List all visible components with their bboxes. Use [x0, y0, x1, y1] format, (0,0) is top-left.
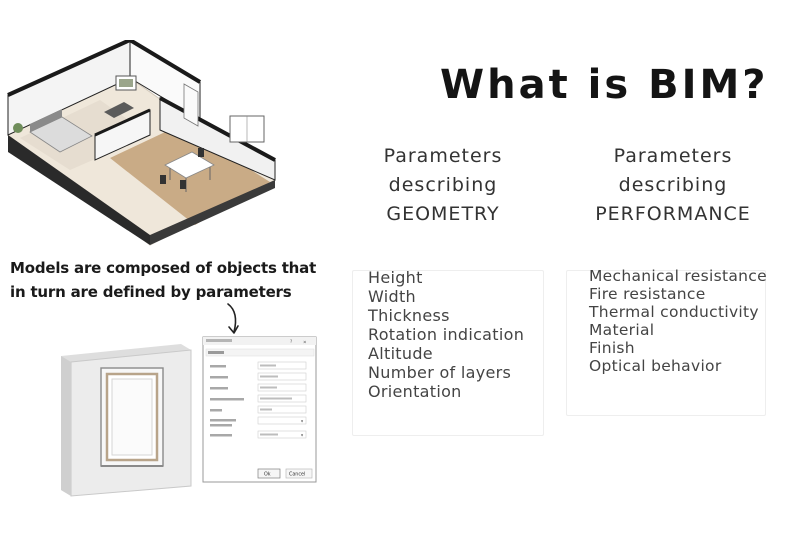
- help-icon: ?: [290, 339, 292, 344]
- list-item: Mechanical resistance: [589, 267, 767, 285]
- ok-button-label: Ok: [264, 472, 271, 478]
- chevron-down-icon: ▾: [301, 433, 304, 438]
- list-item: Orientation: [368, 382, 462, 401]
- performance-heading: Parameters describing PERFORMANCE: [568, 142, 778, 229]
- performance-parameter-list: Mechanical resistance Fire resistance Th…: [589, 267, 767, 375]
- performance-heading-line: Parameters: [613, 145, 733, 167]
- list-item: Optical behavior: [589, 357, 722, 375]
- list-item: Rotation indication: [368, 325, 525, 344]
- list-item: Thermal conductivity: [589, 303, 759, 321]
- ok-button[interactable]: [257, 468, 281, 479]
- arrow-icon: [227, 303, 239, 334]
- performance-heading-line: describing: [618, 174, 728, 196]
- window-object-illustration: [61, 344, 192, 497]
- list-item: Altitude: [368, 344, 433, 363]
- page-title: What is BIM?: [440, 62, 769, 108]
- list-item: Height: [368, 268, 423, 287]
- cancel-button-label: Cancel: [289, 472, 305, 478]
- caption-line: in turn are defined by parameters: [10, 283, 292, 301]
- cancel-button[interactable]: [285, 468, 313, 479]
- performance-parameter-box: [566, 270, 766, 416]
- close-icon: ✕: [303, 340, 307, 345]
- list-item: Finish: [589, 339, 635, 357]
- caption-line: Models are composed of objects that: [10, 259, 317, 277]
- geometry-parameter-list: Height Width Thickness Rotation indicati…: [368, 268, 524, 401]
- geometry-heading-line: describing: [388, 174, 498, 196]
- caption: Models are composed of objects that in t…: [10, 256, 340, 304]
- list-item: Fire resistance: [589, 285, 706, 303]
- list-item: Material: [589, 321, 655, 339]
- chevron-down-icon: ▾: [301, 419, 304, 424]
- list-item: Number of layers: [368, 363, 512, 382]
- geometry-heading-line: Parameters: [383, 145, 503, 167]
- properties-dialog-illustration: ? ✕ ▾ ▾ Ok Cancel: [202, 336, 317, 483]
- list-item: Width: [368, 287, 416, 306]
- apartment-model-illustration: [7, 40, 276, 246]
- geometry-heading: Parameters describing GEOMETRY: [348, 142, 538, 229]
- list-item: Thickness: [368, 306, 450, 325]
- geometry-heading-line: GEOMETRY: [386, 203, 500, 225]
- geometry-parameter-box: [352, 270, 544, 436]
- performance-heading-line: PERFORMANCE: [595, 203, 751, 225]
